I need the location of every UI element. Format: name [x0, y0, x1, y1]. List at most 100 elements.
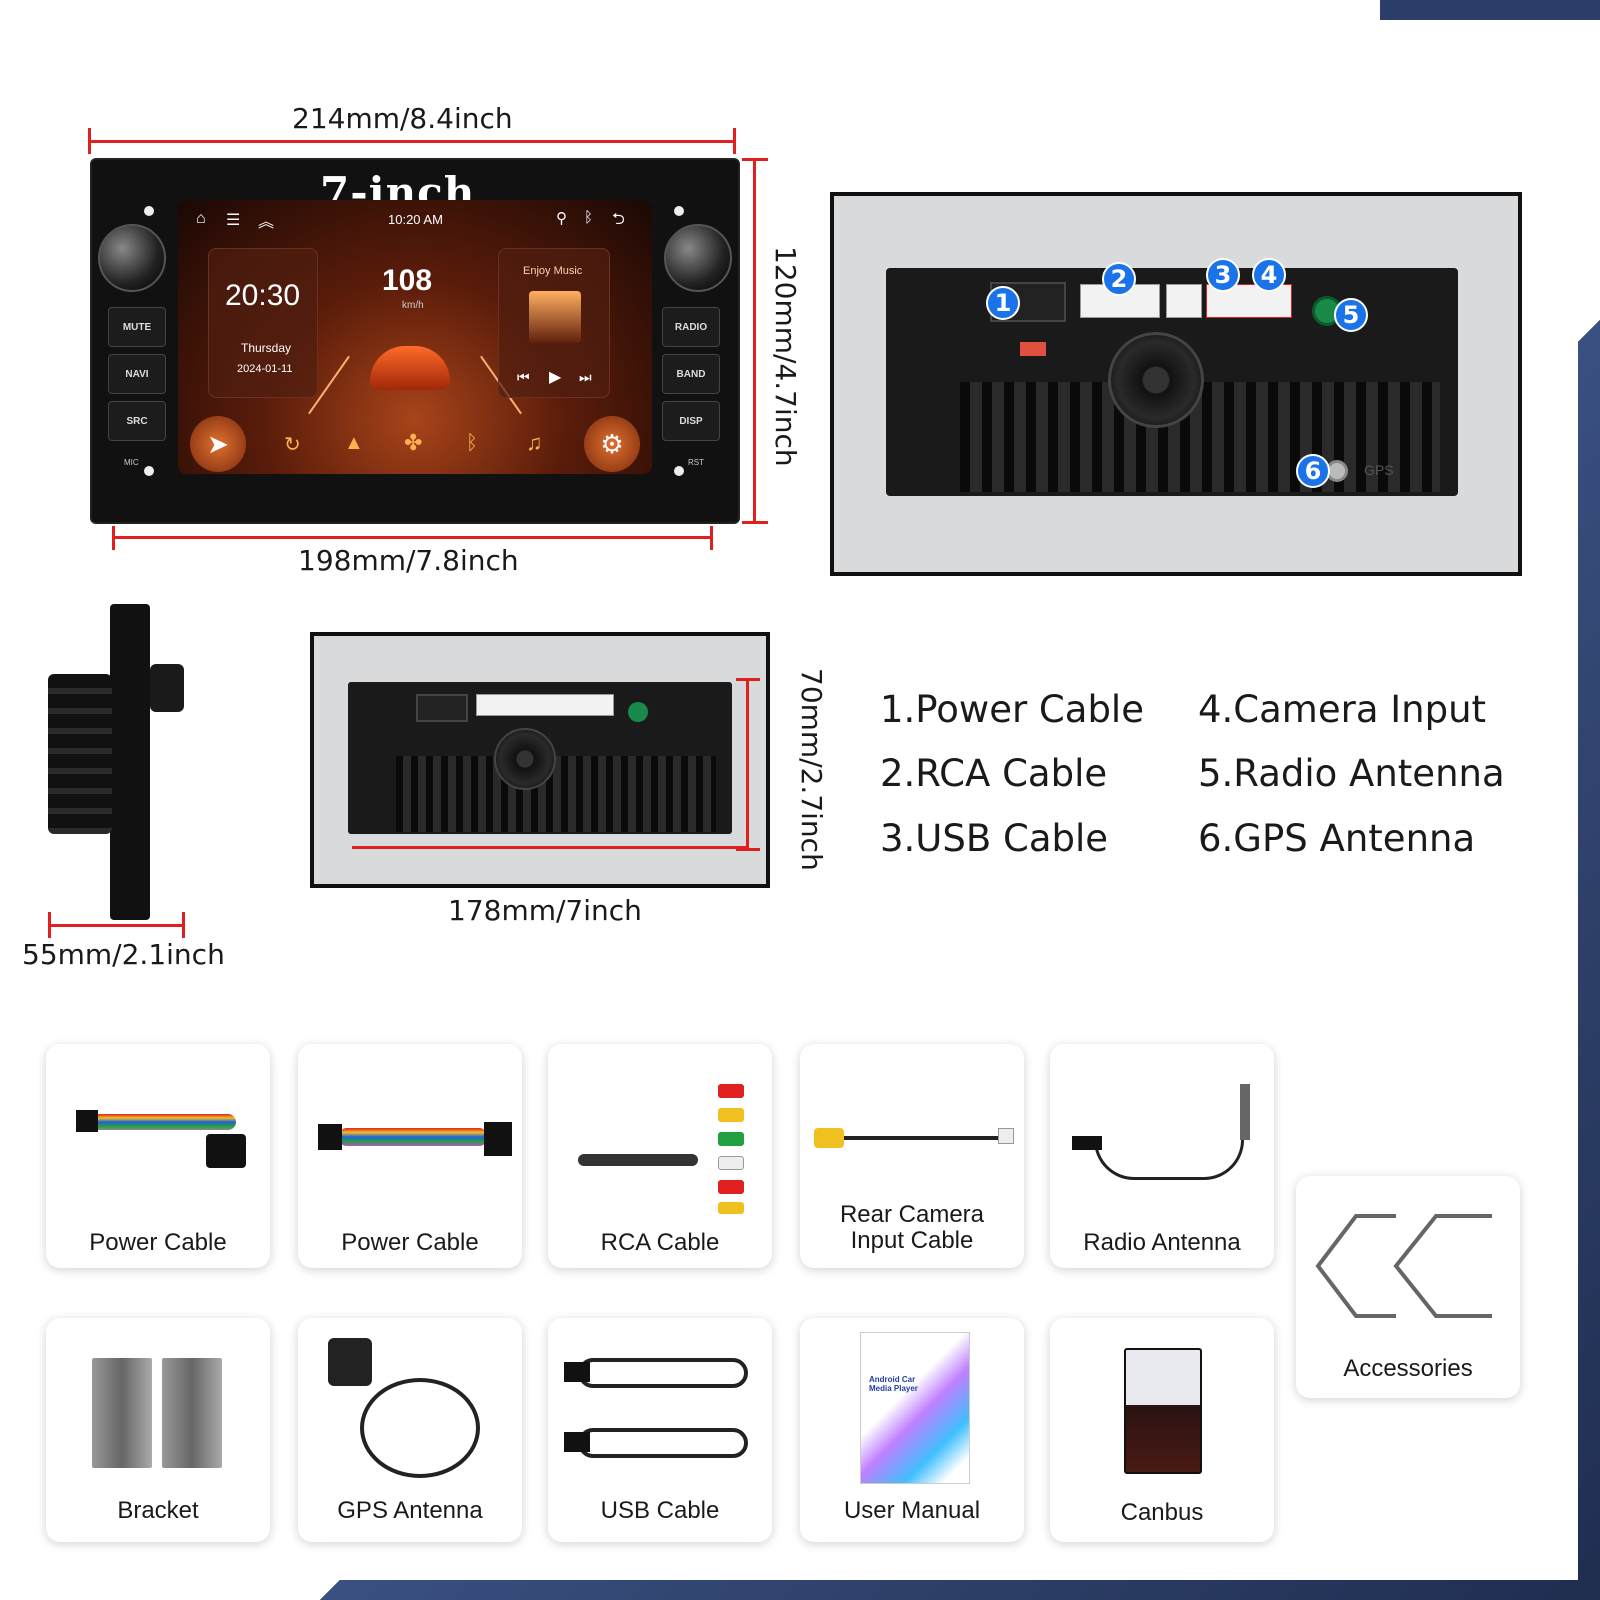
clock-time: 20:30: [225, 279, 301, 312]
navigation-icon[interactable]: ➤: [190, 416, 246, 472]
badge-1: 1: [986, 286, 1020, 320]
mute-button[interactable]: MUTE: [108, 307, 166, 347]
usb-cable-top: [578, 1358, 748, 1388]
removal-tool-right: [1393, 1214, 1492, 1318]
apps-icon[interactable]: ✤: [404, 430, 423, 455]
clock-day: Thursday: [241, 341, 292, 355]
led-dot-left: [144, 206, 154, 216]
rca-plug-green: [718, 1132, 744, 1146]
rca-plug-white: [718, 1156, 744, 1170]
legend-item-4: 4.Camera Input: [1198, 688, 1487, 731]
accessory-card-bracket: Bracket: [46, 1318, 270, 1542]
rca-cable-image: [568, 1064, 758, 1214]
depth-tick-right: [182, 912, 185, 938]
navi-button[interactable]: NAVI: [108, 354, 166, 394]
gps-antenna-cable: [360, 1378, 480, 1478]
badge-6: 6: [1296, 454, 1330, 488]
accessory-label: GPS Antenna: [337, 1497, 483, 1524]
accessory-card-radio-antenna: Radio Antenna: [1050, 1044, 1274, 1268]
harness-plug-right: [484, 1122, 512, 1156]
carplay-icon[interactable]: ↻: [284, 434, 301, 456]
accessory-card-accessories: Accessories: [1296, 1176, 1520, 1398]
accessory-label: Accessories: [1343, 1355, 1473, 1382]
disp-button[interactable]: DISP: [662, 401, 720, 441]
prev-track-icon[interactable]: ⏮: [517, 369, 530, 385]
chevron-up-icon[interactable]: ︽: [258, 214, 275, 231]
rear-height-label: 70mm/2.7inch: [795, 668, 828, 871]
next-track-icon[interactable]: ⏭: [579, 369, 592, 385]
top-width-tick-right: [733, 128, 736, 154]
accessory-card-rca-cable: RCA Cable: [548, 1044, 772, 1268]
rear-panel: GPS 1 2 3 4 5 6: [830, 192, 1522, 576]
volume-knob[interactable]: [98, 224, 166, 292]
height-line: [753, 160, 756, 524]
power-small: [416, 694, 468, 722]
top-width-line: [88, 140, 736, 143]
radio-button[interactable]: RADIO: [662, 307, 720, 347]
gps-label: GPS: [1364, 462, 1394, 478]
bottom-width-tick-right: [710, 526, 713, 550]
fuse: [1020, 342, 1046, 356]
nav-arrow-icon[interactable]: ▲: [344, 432, 364, 454]
rear-fins-small: [396, 756, 716, 832]
music-icon[interactable]: ♫: [526, 430, 543, 455]
rear-height-tick-top: [736, 678, 760, 681]
rear-height-line: [746, 680, 749, 850]
bluetooth-icon: ᛒ: [584, 209, 594, 226]
bracket-left: [92, 1358, 152, 1468]
rear-panel-small: [310, 632, 770, 888]
connectors-small: [476, 694, 614, 716]
rca-plug-yellow: [718, 1108, 744, 1122]
depth-label: 55mm/2.1inch: [22, 938, 225, 971]
rca-plug-yellow-2: [718, 1202, 744, 1214]
src-button[interactable]: SRC: [108, 401, 166, 441]
accessory-card-user-manual: Android Car Media Player User Manual: [800, 1318, 1024, 1542]
accessory-label: Radio Antenna: [1083, 1229, 1241, 1256]
music-title: Enjoy Music: [523, 265, 583, 277]
rear-width-line: [352, 846, 748, 849]
accessory-label: Power Cable: [89, 1229, 227, 1256]
side-view: [46, 604, 186, 920]
height-tick-top: [742, 158, 768, 161]
usb-plug-bottom: [564, 1432, 590, 1452]
usb-connector: [1166, 284, 1202, 318]
cooling-fan: [1108, 332, 1204, 428]
menu-icon[interactable]: ☰: [226, 212, 241, 229]
power-cable-2-image: [318, 1114, 512, 1174]
legend-item-2: 2.RCA Cable: [880, 752, 1108, 795]
tune-knob[interactable]: [664, 224, 732, 292]
music-widget[interactable]: Enjoy Music ⏮ ▶ ⏭: [498, 248, 610, 398]
power-cable-image: [76, 1054, 246, 1214]
side-body: [48, 674, 112, 834]
back-icon[interactable]: ⮌: [612, 211, 625, 228]
rear-width-label: 178mm/7inch: [448, 894, 642, 927]
display-screen[interactable]: ⌂ ☰ ︽ 10:20 AM ⚲ ᛒ ⮌ 20:30 Thursday 2024…: [178, 200, 652, 474]
accessory-label: Bracket: [117, 1497, 199, 1524]
product-canvas: 214mm/8.4inch MUTE NAVI SRC MIC RADIO BA…: [22, 20, 1578, 1580]
gps-antenna-puck: [328, 1338, 372, 1386]
removal-tool-left: [1315, 1214, 1396, 1318]
band-button[interactable]: BAND: [662, 354, 720, 394]
background-corner: [1380, 0, 1600, 20]
badge-2: 2: [1102, 262, 1136, 296]
usb-plug-top: [564, 1362, 590, 1382]
led-dot-br: [674, 466, 684, 476]
home-icon[interactable]: ⌂: [196, 210, 206, 227]
accessory-label: Rear Camera Input Cable: [839, 1201, 985, 1254]
bt-dock-icon[interactable]: ᛒ: [466, 432, 478, 454]
settings-icon[interactable]: ⚙: [584, 416, 640, 472]
rca-bundle: [578, 1154, 698, 1166]
clock-widget[interactable]: 20:30 Thursday 2024-01-11: [208, 248, 318, 398]
connector-block: [206, 1134, 246, 1168]
rst-label: RST: [688, 458, 704, 467]
led-dot-bl: [144, 466, 154, 476]
play-icon[interactable]: ▶: [549, 369, 562, 386]
camera-cable-image: [814, 1124, 1014, 1164]
status-time: 10:20 AM: [388, 212, 443, 227]
accessory-label: User Manual: [843, 1497, 981, 1524]
legend-item-5: 5.Radio Antenna: [1198, 752, 1505, 795]
accessory-card-usb-cable: USB Cable: [548, 1318, 772, 1542]
badge-4: 4: [1252, 258, 1286, 292]
camera-wire: [840, 1136, 1000, 1140]
badge-5: 5: [1334, 298, 1368, 332]
